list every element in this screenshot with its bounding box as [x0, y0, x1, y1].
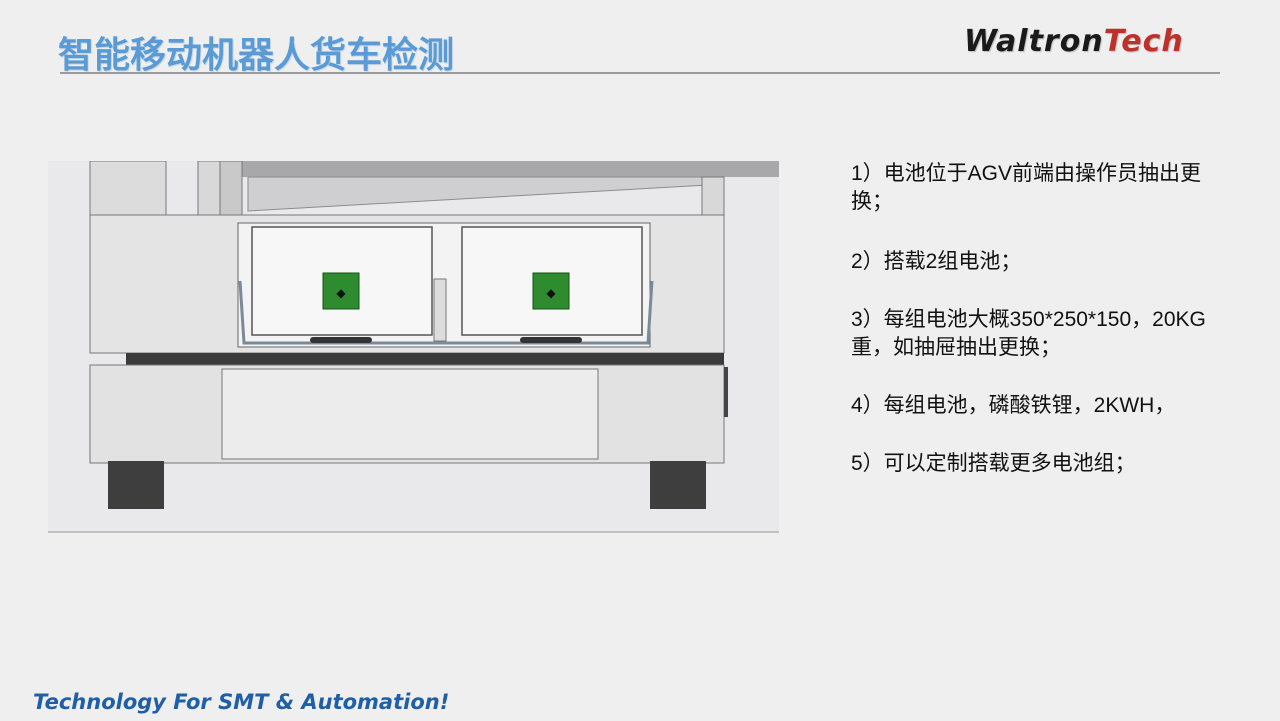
agv-battery-drawing: ◆ ◆ [48, 161, 779, 533]
left-bracket [197, 161, 221, 218]
spec-item-2: 2）搭载2组电池； [851, 250, 1022, 273]
logo-text-waltron: Waltron [964, 24, 1104, 59]
wheel-left [108, 461, 164, 509]
top-deck-slope [247, 176, 709, 212]
battery-label-2 [532, 272, 570, 310]
battery-handle-2 [520, 337, 582, 343]
header-divider [60, 72, 1220, 74]
spec-item-4: 4）每组电池，磷酸铁锂，2KWH， [851, 394, 1176, 417]
left-bracket-2 [219, 161, 243, 218]
lower-panel [221, 368, 599, 460]
battery-icon-2: ◆ [546, 286, 556, 300]
right-bracket [701, 176, 725, 216]
page-title: 智能移动机器人货车检测 [58, 35, 455, 76]
footer-slogan: Technology For SMT & Automation! [33, 690, 450, 714]
battery-label-1 [322, 272, 360, 310]
spec-item-1: 1）电池位于AGV前端由操作员抽出更换； [851, 162, 1202, 213]
battery-tray [238, 280, 654, 345]
side-latch [724, 367, 728, 417]
agv-drawing-svg: ◆ ◆ [48, 161, 779, 533]
spec-item-5: 5）可以定制搭载更多电池组； [851, 452, 1136, 475]
wheel-right [650, 461, 706, 509]
top-deck [218, 161, 779, 177]
battery-divider [433, 278, 447, 342]
logo-text-tech: Tech [1103, 24, 1184, 59]
company-logo: WaltronTech [964, 24, 1184, 60]
battery-icon-1: ◆ [336, 286, 346, 300]
battery-handle-1 [310, 337, 372, 343]
spec-item-3: 3）每组电池大概350*250*150，20KG重，如抽屉抽出更换； [851, 308, 1206, 359]
dark-rail [126, 353, 724, 365]
